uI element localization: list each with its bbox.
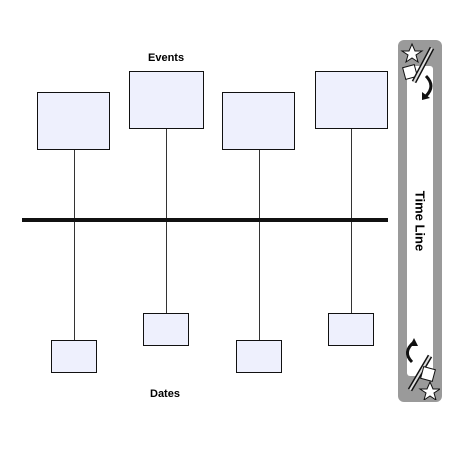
- sidebar-title: Time Line: [412, 190, 428, 252]
- event-box-3[interactable]: [222, 92, 295, 150]
- event-box-1[interactable]: [37, 92, 110, 150]
- timeline-axis: [22, 218, 388, 222]
- date-box-1[interactable]: [51, 340, 97, 373]
- pencil-star-arrow-icon: [400, 42, 435, 100]
- event-box-2[interactable]: [129, 71, 204, 129]
- date-box-4[interactable]: [328, 313, 374, 346]
- date-box-3[interactable]: [236, 340, 282, 373]
- pencil-star-arrow-icon: [406, 338, 440, 400]
- timeline-sidebar: Time Line: [398, 40, 442, 402]
- events-label: Events: [148, 52, 185, 64]
- dates-label: Dates: [150, 388, 180, 400]
- connector-line-1: [74, 150, 75, 340]
- sidebar-panel: Time Line: [407, 66, 433, 376]
- event-box-4[interactable]: [315, 71, 388, 129]
- connector-line-3: [259, 148, 260, 340]
- date-box-2[interactable]: [143, 313, 189, 346]
